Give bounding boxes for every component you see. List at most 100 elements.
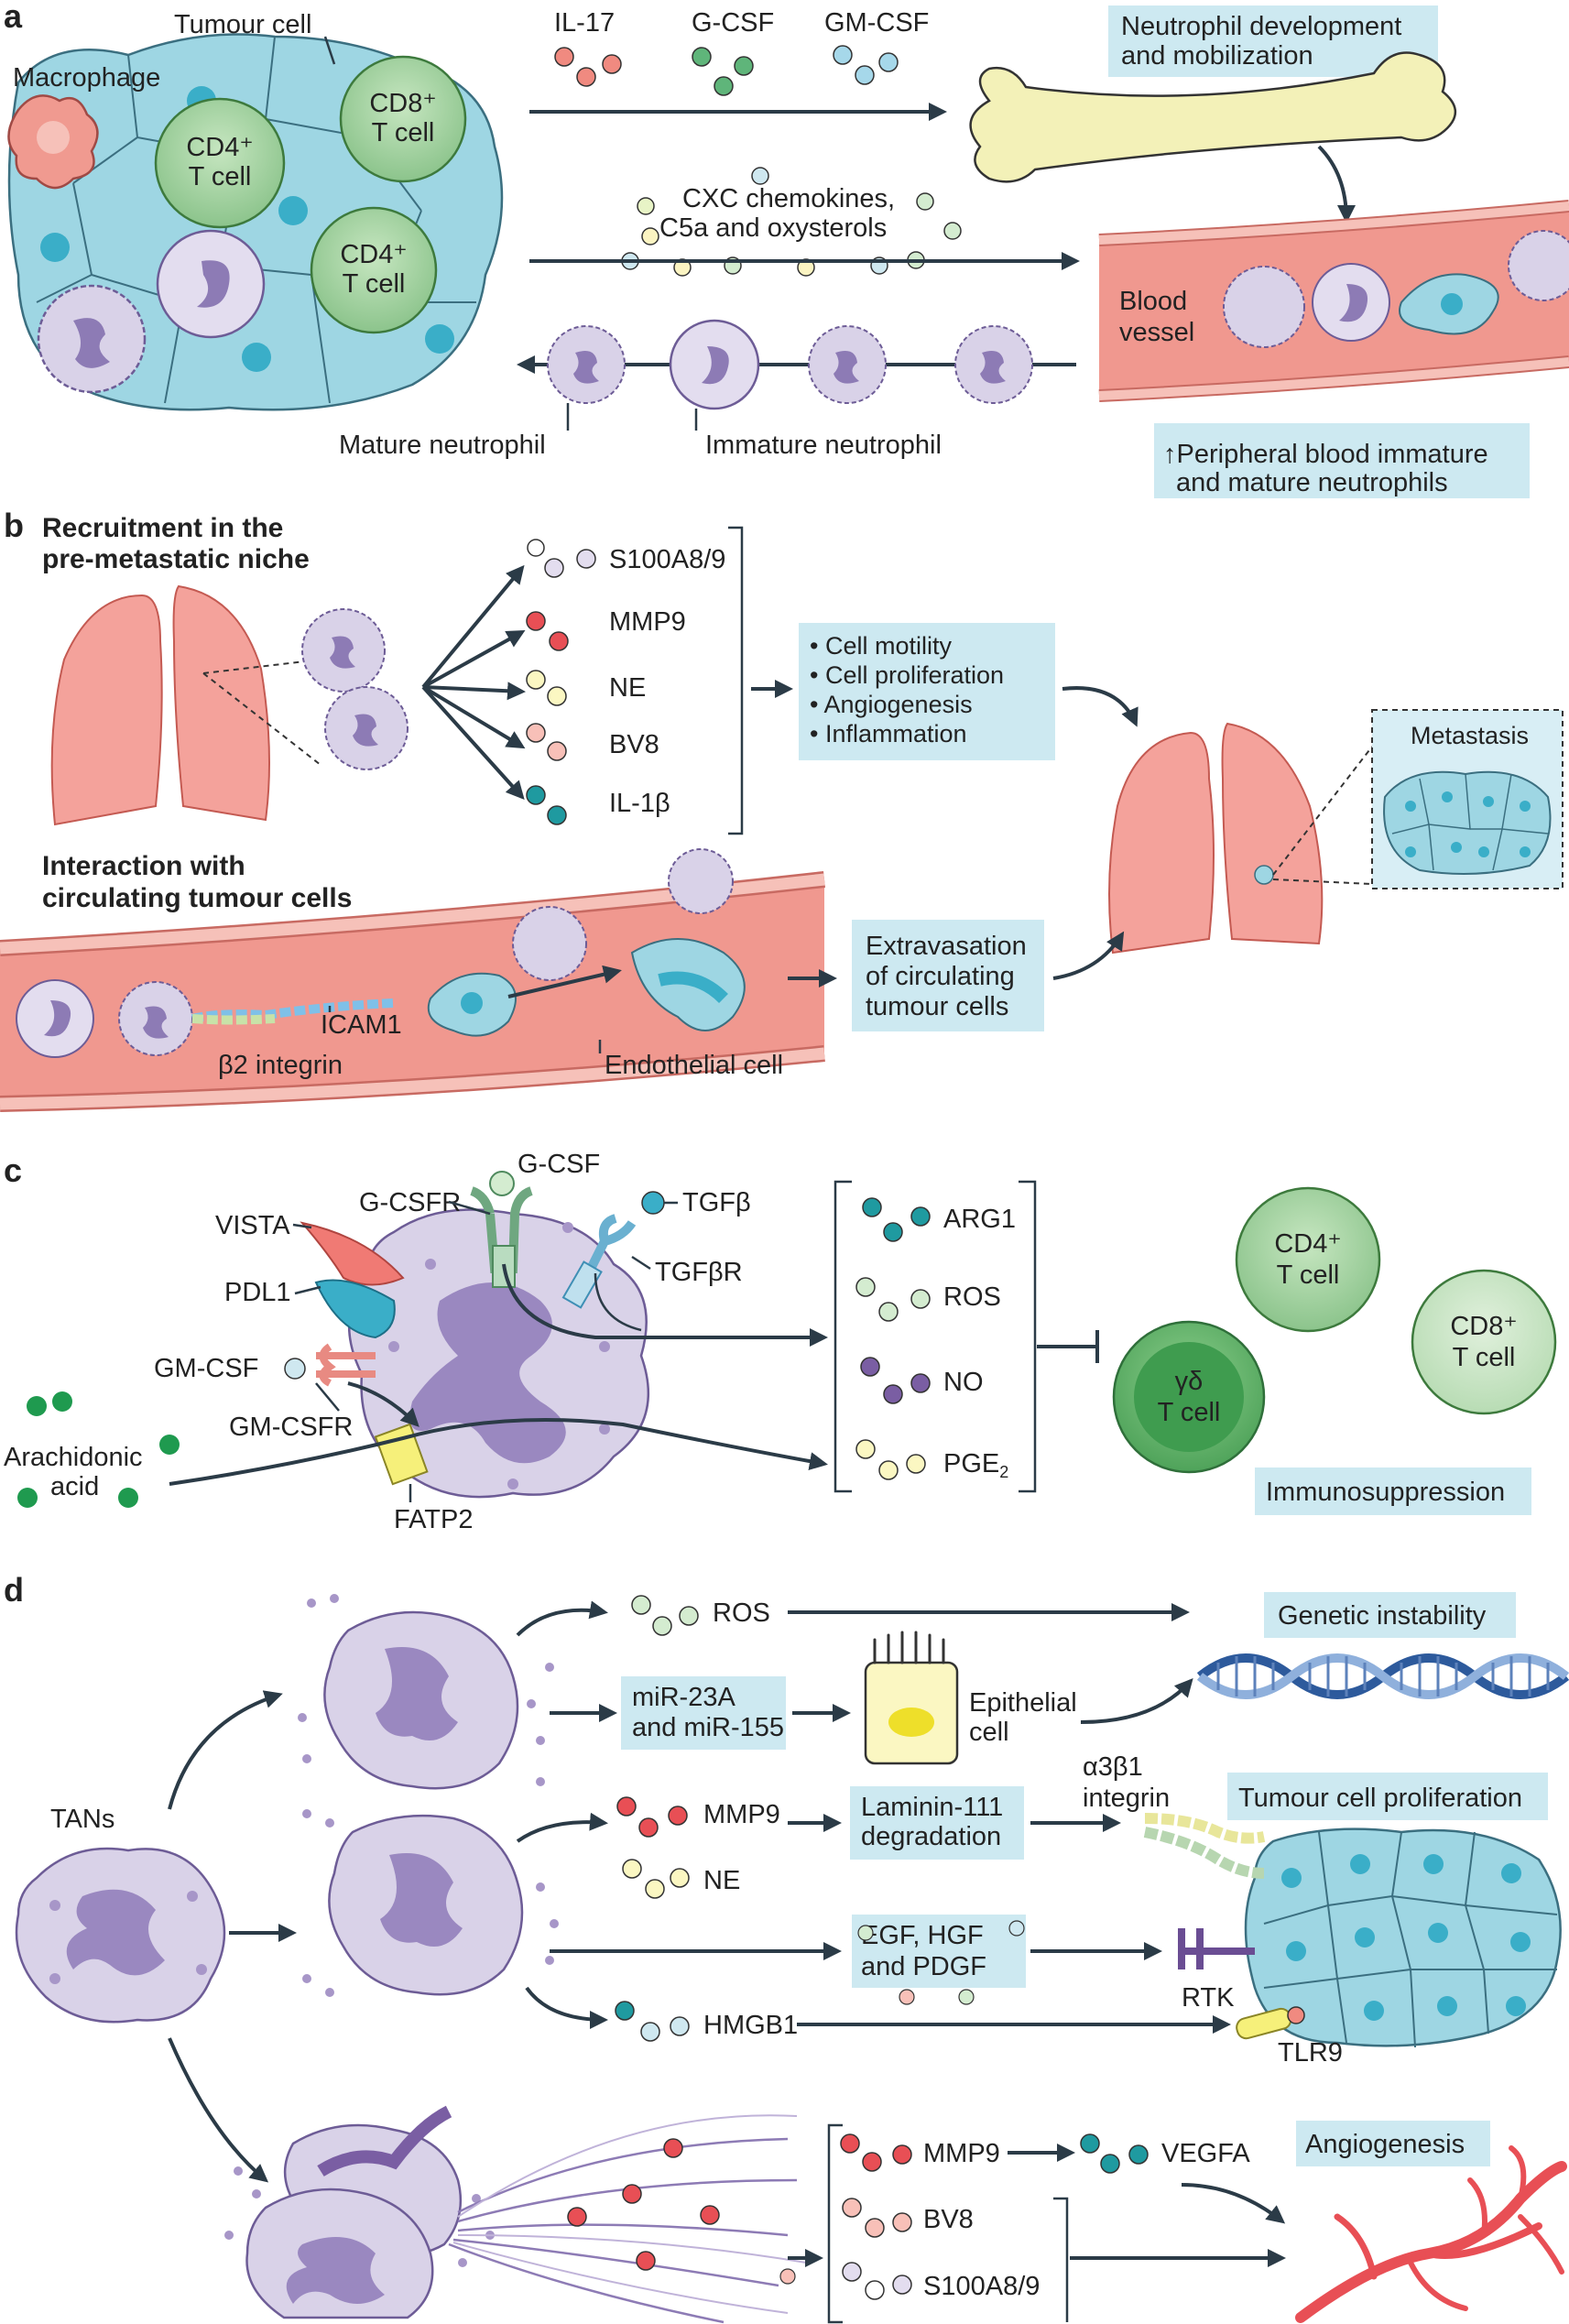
svg-text:IL-1β: IL-1β: [609, 789, 670, 818]
svg-text:GM-CSF: GM-CSF: [154, 1354, 258, 1383]
arachidonic-acid-dots: [17, 1391, 180, 1508]
fan-arrow-5: [421, 685, 525, 800]
gcsfr-receptor: [470, 1171, 533, 1288]
il17-label: IL-17: [554, 8, 615, 38]
arrow-vegfa-to-angiogenesis: [1181, 2183, 1286, 2224]
svg-text:pre-metastatic niche: pre-metastatic niche: [42, 544, 310, 574]
fan-arrow-1: [421, 564, 525, 689]
svg-text:T cell: T cell: [1453, 1343, 1516, 1372]
immunosuppression-box: [1255, 1468, 1531, 1515]
arrow-to-hmgb1: [525, 1986, 608, 2029]
tumour-proliferation-box: [1227, 1773, 1548, 1820]
gamma-delta-t-cell: γδ T cell: [1112, 1320, 1266, 1474]
svg-text:CD4⁺: CD4⁺: [1274, 1229, 1341, 1259]
svg-text:Extravasation: Extravasation: [866, 932, 1027, 961]
mmp9-ne-dots-d: [616, 1796, 690, 1899]
svg-text:S100A8/9: S100A8/9: [923, 2272, 1040, 2301]
svg-text:Immunosuppression: Immunosuppression: [1266, 1478, 1505, 1507]
cd8-t-cell-c: CD8⁺ T cell: [1411, 1269, 1557, 1415]
neutrophil-d1: [298, 1594, 554, 1790]
macrophage-label: Macrophage: [13, 63, 160, 93]
svg-text:BV8: BV8: [609, 730, 659, 759]
blood-vessel-a: [1098, 200, 1569, 402]
cxc-label-1: CXC chemokines,: [682, 184, 895, 213]
svg-text:integrin: integrin: [1083, 1784, 1170, 1813]
tlr9-receptor: [1236, 2006, 1305, 2040]
svg-text:• Cell motility: • Cell motility: [810, 632, 952, 660]
angiogenesis-dots: [840, 2133, 1149, 2300]
a3b1-integrin: [1143, 1813, 1266, 1879]
neutrophil-d2: [302, 1809, 559, 1997]
pdl1-leader: [294, 1285, 321, 1295]
pdl1-receptor: [314, 1279, 396, 1339]
tumour-cluster-d: [1244, 1828, 1562, 2048]
epithelial-cell: [864, 1631, 959, 1765]
blood-vessel-label-1: Blood: [1119, 287, 1187, 316]
svg-text:Genetic instability: Genetic instability: [1278, 1601, 1487, 1631]
svg-text:β2 integrin: β2 integrin: [218, 1051, 343, 1080]
svg-text:PDL1: PDL1: [224, 1278, 291, 1307]
svg-text:Angiogenesis: Angiogenesis: [1305, 2130, 1465, 2159]
mature-neutrophil-label: Mature neutrophil: [339, 431, 546, 460]
tgfbr-receptor: [561, 1191, 665, 1309]
svg-text:and PDGF: and PDGF: [861, 1952, 986, 1981]
fan-arrow-2: [422, 630, 526, 689]
svg-text:tumour cells: tumour cells: [866, 992, 1008, 1021]
svg-text:NE: NE: [703, 1866, 740, 1895]
svg-text:NE: NE: [609, 673, 646, 703]
panel-d: d TANs ROS miR-23A: [4, 1571, 1569, 2324]
fatp2-transporter: [374, 1423, 429, 1486]
arrow-to-mmp9-d: [516, 1812, 608, 1843]
svg-text:CD4⁺: CD4⁺: [340, 240, 407, 269]
svg-text:EGF, HGF: EGF, HGF: [861, 1921, 984, 1950]
net-strands: [448, 2114, 807, 2324]
svg-text:α3β1: α3β1: [1083, 1752, 1143, 1782]
immature-neutrophil-label: Immature neutrophil: [705, 431, 942, 460]
bone: [969, 51, 1456, 183]
blood-vessel-label-2: vessel: [1119, 318, 1194, 347]
laminin-box: [850, 1786, 1024, 1860]
svg-text:TANs: TANs: [50, 1805, 114, 1834]
svg-text:CD8⁺: CD8⁺: [369, 89, 436, 118]
tumour-cell-label: Tumour cell: [174, 10, 311, 39]
tgfbr-leader: [631, 1255, 651, 1271]
panel-a: a Tumour cell Macrophage CD4⁺ T cell: [4, 0, 1569, 498]
svg-text:Endothelial cell: Endothelial cell: [605, 1051, 783, 1080]
svg-text:ROS: ROS: [943, 1282, 1001, 1312]
tans-neutrophil: [15, 1847, 226, 2024]
arrow-effects-to-lung: [1062, 686, 1139, 727]
mature-neutrophil-tumour: [37, 284, 147, 394]
svg-text:G-CSFR: G-CSFR: [359, 1188, 461, 1217]
peripheral-blood-box: [1154, 423, 1530, 498]
lungs-right: [1108, 722, 1373, 955]
hmgb1-dots: [615, 2001, 690, 2042]
panel-c: c G-CSF G-CSFR TGFβ TGFβR VISTA: [4, 1150, 1557, 1534]
metastasis-cells: [1383, 770, 1552, 875]
svg-text:degradation: degradation: [861, 1822, 1001, 1851]
svg-text:• Cell proliferation: • Cell proliferation: [810, 661, 1004, 689]
svg-text:acid: acid: [50, 1472, 99, 1501]
tgfbr-flow: [594, 1272, 642, 1332]
svg-text:T cell: T cell: [343, 269, 406, 299]
cd4-t-cell-c: CD4⁺ T cell: [1235, 1186, 1381, 1333]
ros-dots-d: [631, 1595, 699, 1636]
bracket-b: [728, 526, 744, 835]
svg-text:GM-CSFR: GM-CSFR: [229, 1413, 353, 1442]
svg-text:HMGB1: HMGB1: [703, 2011, 798, 2040]
bracket-d-right: [1053, 2197, 1069, 2322]
svg-text:T cell: T cell: [1158, 1398, 1221, 1427]
arrow-gmcsfr-to-fatp2: [347, 1381, 419, 1427]
panel-d-label: d: [4, 1571, 24, 1609]
svg-text:and miR-155: and miR-155: [632, 1713, 784, 1742]
cd4-t-cell-a2: CD4⁺ T cell: [310, 206, 438, 334]
net-neutrophils: [224, 2105, 495, 2319]
vista-leader: [292, 1223, 312, 1229]
vista-receptor: [300, 1221, 405, 1286]
cd4-t-cell-a1: CD4⁺ T cell: [154, 97, 286, 229]
svg-text:RTK: RTK: [1182, 1983, 1235, 2013]
arrow-ctc: [507, 965, 622, 998]
arrow-tans-top: [168, 1690, 283, 1810]
svg-text:and mature neutrophils: and mature neutrophils: [1176, 468, 1448, 497]
svg-text:TGFβR: TGFβR: [655, 1258, 743, 1287]
